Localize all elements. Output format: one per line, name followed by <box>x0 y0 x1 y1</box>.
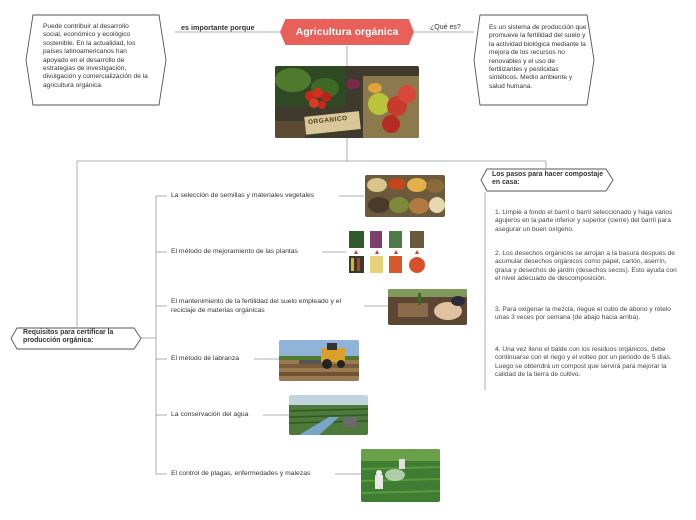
right-branch-label[interactable]: ¿Qué es? <box>430 24 461 31</box>
seeds-image <box>365 175 445 217</box>
pest-control-image <box>361 449 440 502</box>
organic-produce-image <box>275 66 419 138</box>
compost-step-3[interactable]: 3. Para oxigenar la mezcla, riegue el cu… <box>495 306 671 322</box>
tillage-image <box>279 340 359 381</box>
compostaje-hexagon-frame <box>480 168 614 192</box>
water-conservation-image <box>289 395 368 435</box>
left-branch-label[interactable]: es importante porque <box>181 23 255 32</box>
left-branch-text[interactable]: Puede contribuir al desarrollo social, e… <box>43 23 148 89</box>
requisitos-hexagon-frame <box>10 327 142 350</box>
right-branch-text[interactable]: Es un sistema de producción que promueve… <box>489 24 587 90</box>
central-topic[interactable]: Agricultura orgánica <box>280 19 414 45</box>
soil-fertility-image <box>388 289 467 325</box>
left-hexagon-frame <box>25 14 167 106</box>
requisito-item-fertilidad[interactable]: El mantenimiento de la fertilidad del su… <box>171 298 342 315</box>
requisito-item-plagas[interactable]: El control de plagas, enfermedades y mal… <box>171 470 311 477</box>
requisitos-title[interactable]: Requisitos para certificar la producción… <box>23 329 114 345</box>
compostaje-title[interactable]: Los pasos para hacer compostaje en casa: <box>492 171 604 187</box>
right-hexagon-frame <box>473 14 595 106</box>
compost-step-2[interactable]: 2. Los desechos orgánicos se arrojan a l… <box>495 250 677 282</box>
compost-step-4[interactable]: 4. Una vez lleno el balde con los residu… <box>495 346 672 378</box>
plant-breeding-image <box>347 230 431 275</box>
requisito-item-semillas[interactable]: La selección de semillas y materiales ve… <box>171 192 315 199</box>
requisito-item-agua[interactable]: La conservación del agua <box>171 411 249 418</box>
compost-step-1[interactable]: 1. Limpie a fondo el barril o barril sel… <box>495 209 673 233</box>
requisito-item-mejoramiento[interactable]: El método de mejoramiento de las plantas <box>171 248 298 255</box>
requisito-item-labranza[interactable]: El método de labranza <box>171 355 240 362</box>
